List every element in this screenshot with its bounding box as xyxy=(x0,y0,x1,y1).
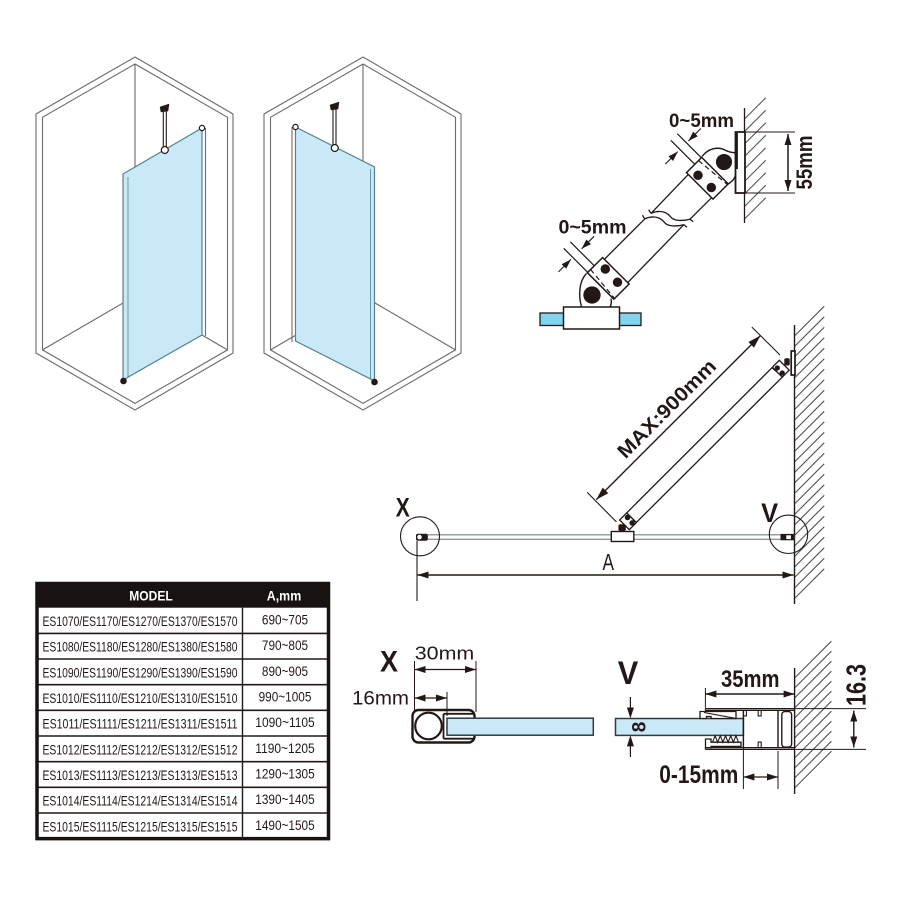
svg-text:990~1005: 990~1005 xyxy=(259,690,312,706)
svg-text:A: A xyxy=(602,549,614,575)
svg-text:ES1014/ES1114/ES1214/ES1314/ES: ES1014/ES1114/ES1214/ES1314/ES1514 xyxy=(43,794,238,809)
svg-text:55mm: 55mm xyxy=(792,136,817,190)
svg-text:35mm: 35mm xyxy=(721,666,780,693)
svg-text:790~805: 790~805 xyxy=(262,638,308,654)
svg-text:30mm: 30mm xyxy=(415,643,475,664)
svg-text:A,mm: A,mm xyxy=(267,589,302,604)
svg-text:0~5mm: 0~5mm xyxy=(669,111,734,132)
svg-text:V: V xyxy=(761,498,778,528)
svg-text:ES1012/ES1112/ES1212/ES1312/ES: ES1012/ES1112/ES1212/ES1312/ES1512 xyxy=(43,742,238,757)
svg-text:ES1070/ES1170/ES1270/ES1370/ES: ES1070/ES1170/ES1270/ES1370/ES1570 xyxy=(43,614,238,629)
svg-text:ES1015/ES1115/ES1215/ES1315/ES: ES1015/ES1115/ES1215/ES1315/ES1515 xyxy=(43,819,238,834)
svg-text:1390~1405: 1390~1405 xyxy=(255,792,314,808)
svg-text:X: X xyxy=(396,493,410,523)
svg-text:8: 8 xyxy=(630,722,651,733)
svg-text:690~705: 690~705 xyxy=(262,613,308,629)
svg-text:ES1013/ES1113/ES1213/ES1313/ES: ES1013/ES1113/ES1213/ES1313/ES1513 xyxy=(43,768,238,783)
svg-text:0~5mm: 0~5mm xyxy=(559,218,627,239)
svg-text:890~905: 890~905 xyxy=(262,664,308,680)
svg-text:16mm: 16mm xyxy=(352,689,409,710)
svg-text:1190~1205: 1190~1205 xyxy=(255,741,314,757)
svg-text:ES1011/ES1111/ES1211/ES1311/ES: ES1011/ES1111/ES1211/ES1311/ES1511 xyxy=(43,717,238,732)
svg-text:ES1010/ES1110/ES1210/ES1310/ES: ES1010/ES1110/ES1210/ES1310/ES1510 xyxy=(43,691,238,706)
svg-text:1090~1105: 1090~1105 xyxy=(255,715,314,731)
svg-text:16.3: 16.3 xyxy=(841,664,872,706)
svg-text:ES1080/ES1180/ES1280/ES1380/ES: ES1080/ES1180/ES1280/ES1380/ES1580 xyxy=(43,640,238,655)
svg-text:V: V xyxy=(618,655,639,691)
svg-text:1290~1305: 1290~1305 xyxy=(255,766,314,782)
svg-text:1490~1505: 1490~1505 xyxy=(255,818,314,834)
svg-text:MODEL: MODEL xyxy=(129,589,173,604)
svg-text:X: X xyxy=(380,646,398,679)
svg-text:0-15mm: 0-15mm xyxy=(659,761,738,789)
svg-text:ES1090/ES1190/ES1290/ES1390/ES: ES1090/ES1190/ES1290/ES1390/ES1590 xyxy=(43,665,238,680)
